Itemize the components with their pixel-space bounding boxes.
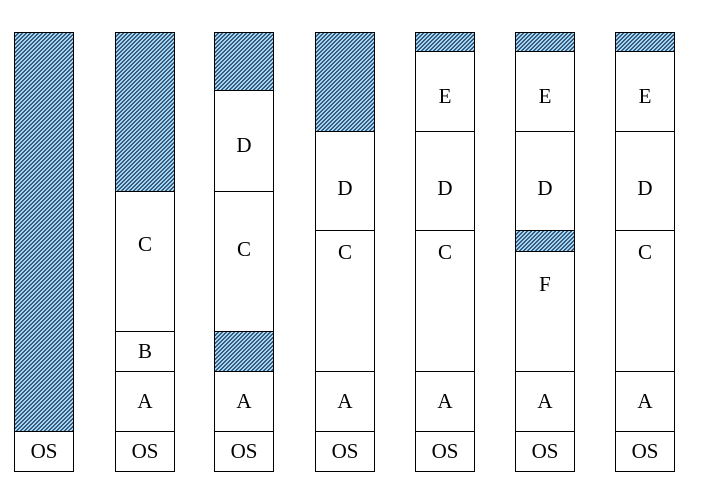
free-memory-region (415, 32, 475, 52)
segment-label: A (337, 389, 353, 413)
free-memory-region (214, 32, 274, 91)
segment-label: OS (230, 439, 258, 463)
segment-label: E (638, 84, 652, 108)
segment-label: OS (631, 439, 659, 463)
process-block-d: D (214, 90, 274, 192)
segment-label: A (637, 389, 653, 413)
process-block-a: A (214, 371, 274, 432)
process-block-a: A (415, 371, 475, 432)
free-memory-region (315, 32, 375, 132)
process-block-c: C (615, 230, 675, 372)
segment-label: D (437, 175, 453, 200)
free-memory-region (14, 32, 74, 432)
free-memory-region (515, 230, 575, 252)
os-block: OS (214, 431, 274, 472)
process-block-c: C (315, 230, 375, 372)
memory-column-stage-3: D C A OS (214, 32, 274, 472)
os-block: OS (615, 431, 675, 472)
free-memory-region (615, 32, 675, 52)
memory-column-stage-7: E D C A OS (615, 32, 675, 472)
free-memory-region (214, 331, 274, 372)
os-block: OS (315, 431, 375, 472)
segment-label: OS (30, 439, 58, 463)
segment-label: D (236, 132, 252, 157)
process-block-d: D (315, 131, 375, 231)
segment-label: A (137, 389, 153, 413)
segment-label: OS (531, 439, 559, 463)
segment-label: D (337, 175, 353, 200)
memory-column-stage-2: C B A OS (115, 32, 175, 472)
segment-label: C (137, 232, 152, 256)
process-block-b: B (115, 331, 175, 372)
os-block: OS (115, 431, 175, 472)
segment-label: F (539, 272, 551, 296)
process-block-f: F (515, 251, 575, 372)
free-memory-region (115, 32, 175, 192)
process-block-c: C (214, 191, 274, 332)
segment-label: C (437, 239, 452, 264)
process-block-a: A (115, 371, 175, 432)
segment-label: OS (131, 439, 159, 463)
segment-label: E (538, 84, 552, 108)
segment-label: OS (431, 439, 459, 463)
segment-label: A (437, 389, 453, 413)
segment-label: A (236, 389, 252, 413)
process-block-e: E (415, 51, 475, 132)
segment-label: D (537, 175, 553, 200)
process-block-d: D (615, 131, 675, 231)
process-block-a: A (615, 371, 675, 432)
segment-label: C (637, 239, 652, 264)
segment-label: E (438, 84, 452, 108)
os-block: OS (515, 431, 575, 472)
process-block-e: E (615, 51, 675, 132)
process-block-a: A (515, 371, 575, 432)
os-block: OS (14, 431, 74, 472)
memory-column-stage-5: E D C A OS (415, 32, 475, 472)
segment-label: B (137, 339, 152, 363)
segment-label: A (537, 389, 553, 413)
segment-label: OS (331, 439, 359, 463)
memory-column-stage-6: E D F A OS (515, 32, 575, 472)
memory-column-stage-1: OS (14, 32, 74, 472)
memory-column-stage-4: D C A OS (315, 32, 375, 472)
process-block-d: D (415, 131, 475, 231)
segment-label: D (637, 175, 653, 200)
segment-label: C (236, 237, 251, 261)
process-block-e: E (515, 51, 575, 132)
process-block-a: A (315, 371, 375, 432)
segment-label: C (337, 239, 352, 264)
process-block-c: C (415, 230, 475, 372)
free-memory-region (515, 32, 575, 52)
process-block-d: D (515, 131, 575, 231)
os-block: OS (415, 431, 475, 472)
process-block-c: C (115, 191, 175, 332)
